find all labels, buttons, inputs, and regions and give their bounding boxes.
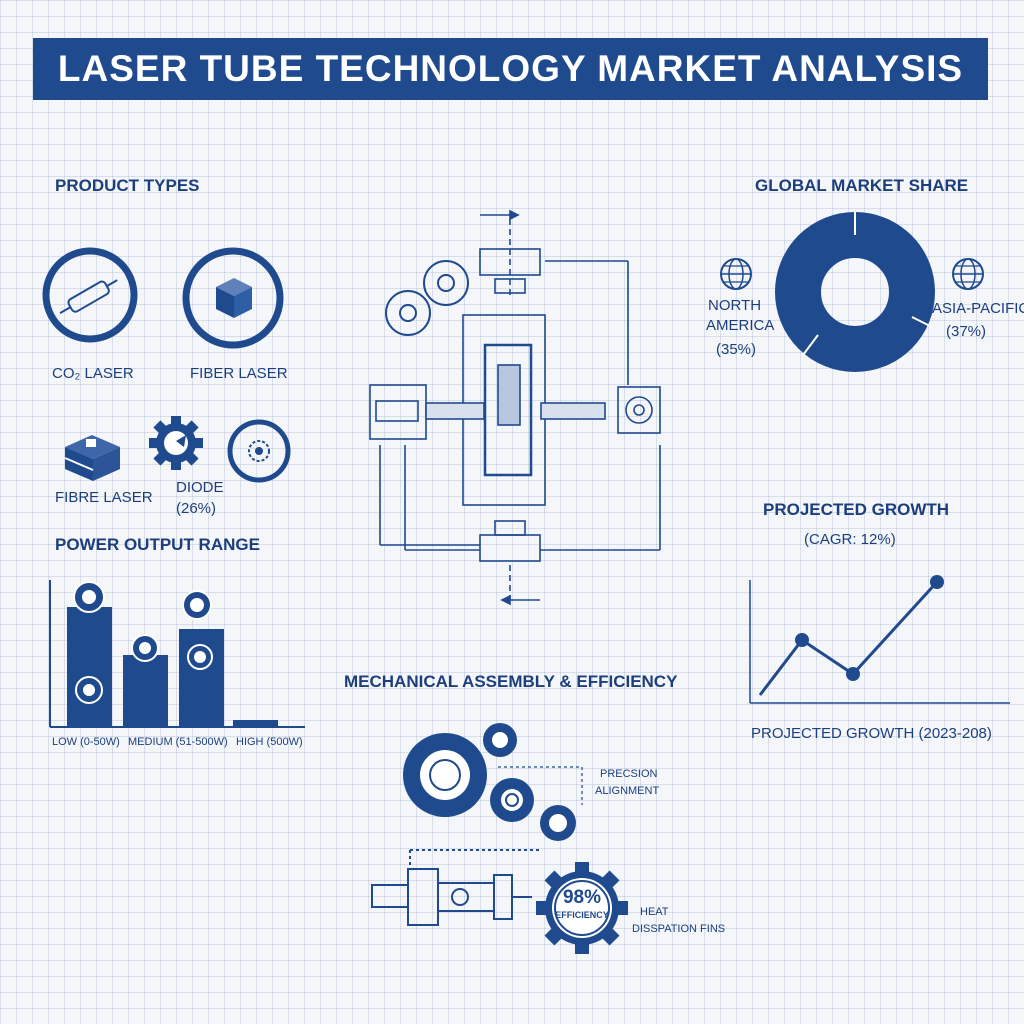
co2-laser-label: CO₂ LASER xyxy=(52,365,134,382)
title-bar: LASER TUBE TECHNOLOGY MARKET ANALYSIS xyxy=(33,38,988,100)
fiber-laser-icon xyxy=(182,247,284,349)
heat-label-2: DISSPATION FINS xyxy=(632,923,726,935)
category-medium: MEDIUM (51-500W) xyxy=(128,736,228,748)
growth-point xyxy=(930,575,944,589)
assembly-gears xyxy=(403,723,583,841)
growth-caption: PROJECTED GROWTH (2023-208) xyxy=(751,725,992,742)
bar-low xyxy=(67,607,112,727)
efficiency-gear-icon xyxy=(536,862,628,954)
category-high: HIGH (500W) xyxy=(236,736,303,748)
globe-icon-asia xyxy=(952,258,984,290)
precision-label: PRECSION xyxy=(600,768,658,780)
co2-laser-icon xyxy=(42,247,138,343)
category-low: LOW (0-50W) xyxy=(52,736,120,748)
north-america-label: NORTH xyxy=(708,297,762,314)
assembly-heading: MECHANICAL ASSEMBLY & EFFICIENCY xyxy=(344,672,678,691)
diode-gear-icon xyxy=(149,416,203,470)
bar-mid-high xyxy=(179,629,224,727)
growth-point xyxy=(846,667,860,681)
diode-percent: (26%) xyxy=(176,500,217,517)
market-share-donut xyxy=(775,212,935,372)
market-share-heading: GLOBAL MARKET SHARE xyxy=(755,176,969,195)
efficiency-value: 98% xyxy=(562,887,602,908)
heat-label-1: HEAT xyxy=(640,906,669,918)
page-title: LASER TUBE TECHNOLOGY MARKET ANALYSIS xyxy=(57,48,964,89)
diode-label: DIODE xyxy=(176,479,224,496)
diode-lens-icon xyxy=(227,419,291,483)
fiber-laser-label: FIBER LASER xyxy=(190,365,288,382)
globe-icon xyxy=(720,258,752,290)
cube-icon xyxy=(216,278,252,318)
power-output-chart xyxy=(49,580,305,728)
north-america-pct: (35%) xyxy=(716,341,757,358)
laser-tube-schematic xyxy=(369,209,661,606)
gear-icon xyxy=(385,260,469,336)
power-output-heading: POWER OUTPUT RANGE xyxy=(55,535,260,554)
asia-pacific-pct: (37%) xyxy=(946,323,987,340)
efficiency-label: EFFICIENCY xyxy=(555,910,609,920)
laser-tube-icon xyxy=(371,849,540,926)
alignment-label: ALIGNMENT xyxy=(595,785,660,797)
growth-point xyxy=(795,633,809,647)
bar-gear-icons xyxy=(73,581,213,704)
product-types-heading: PRODUCT TYPES xyxy=(55,176,200,195)
growth-line-chart xyxy=(749,575,1010,704)
growth-cagr: (CAGR: 12%) xyxy=(804,531,896,548)
asia-pacific-label: ASIA-PACIFIC xyxy=(932,300,1024,317)
bar-high xyxy=(233,720,278,727)
north-america-label-2: AMERICA xyxy=(706,317,775,334)
growth-heading: PROJECTED GROWTH xyxy=(763,500,950,519)
fibre-laser-label: FIBRE LASER xyxy=(55,489,153,506)
bar-medium xyxy=(123,655,168,727)
fibre-laser-icon xyxy=(64,435,120,481)
